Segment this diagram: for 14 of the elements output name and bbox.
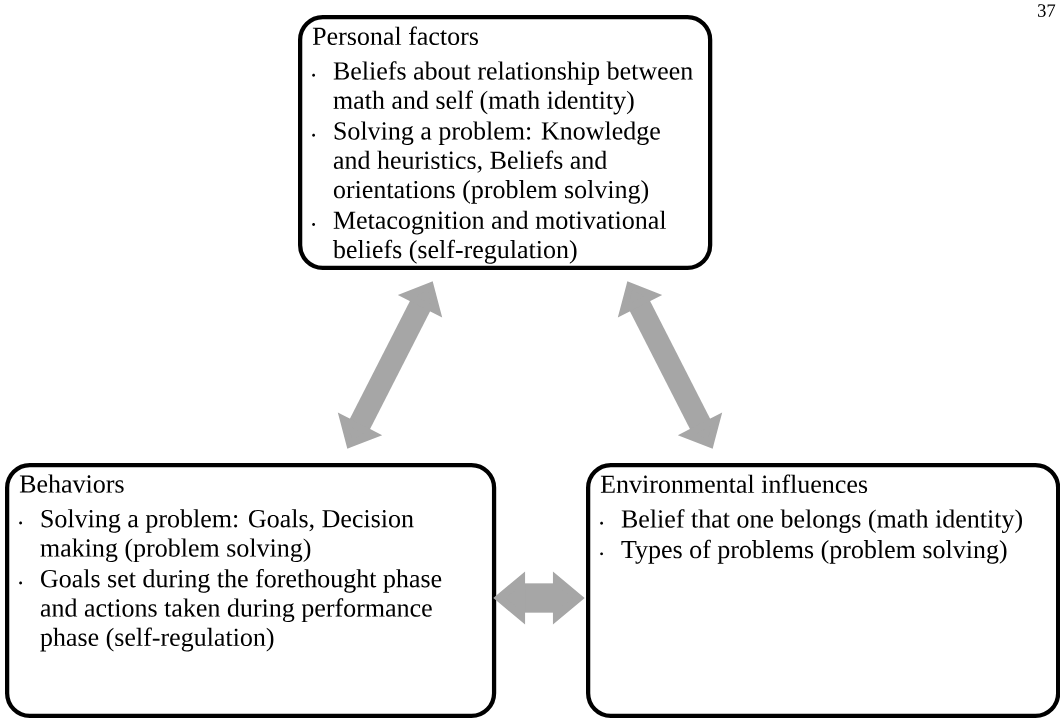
bullet-item: Solving a problem: Goals, Decision making (problem solving) — [19, 509, 414, 563]
box-heading: Environmental influences — [600, 474, 868, 494]
bullet-item: Solving a problem: Knowledge and heuristics, Beliefs and orientations (problem solving) — [312, 121, 660, 204]
factor-box — [298, 15, 713, 270]
factor-box — [5, 463, 497, 718]
bullet-item: Types of problems (problem solving) — [600, 539, 1007, 564]
box-heading: Behaviors — [19, 474, 124, 493]
factor-box — [586, 463, 1060, 718]
bullet-item: Belief that one belongs (math identity) — [600, 509, 1022, 534]
bullet-item: Metacognition and motivational beliefs (self-regulation) — [312, 210, 667, 264]
bullet-item: Beliefs about relationship between math and self (math identity) — [312, 61, 693, 115]
bullet-item: Goals set during the forethought phase and actions taken during performance phase (self-regulation) — [19, 568, 442, 652]
box-heading: Personal factors — [312, 26, 478, 46]
page-number: 37 — [1037, 4, 1056, 17]
